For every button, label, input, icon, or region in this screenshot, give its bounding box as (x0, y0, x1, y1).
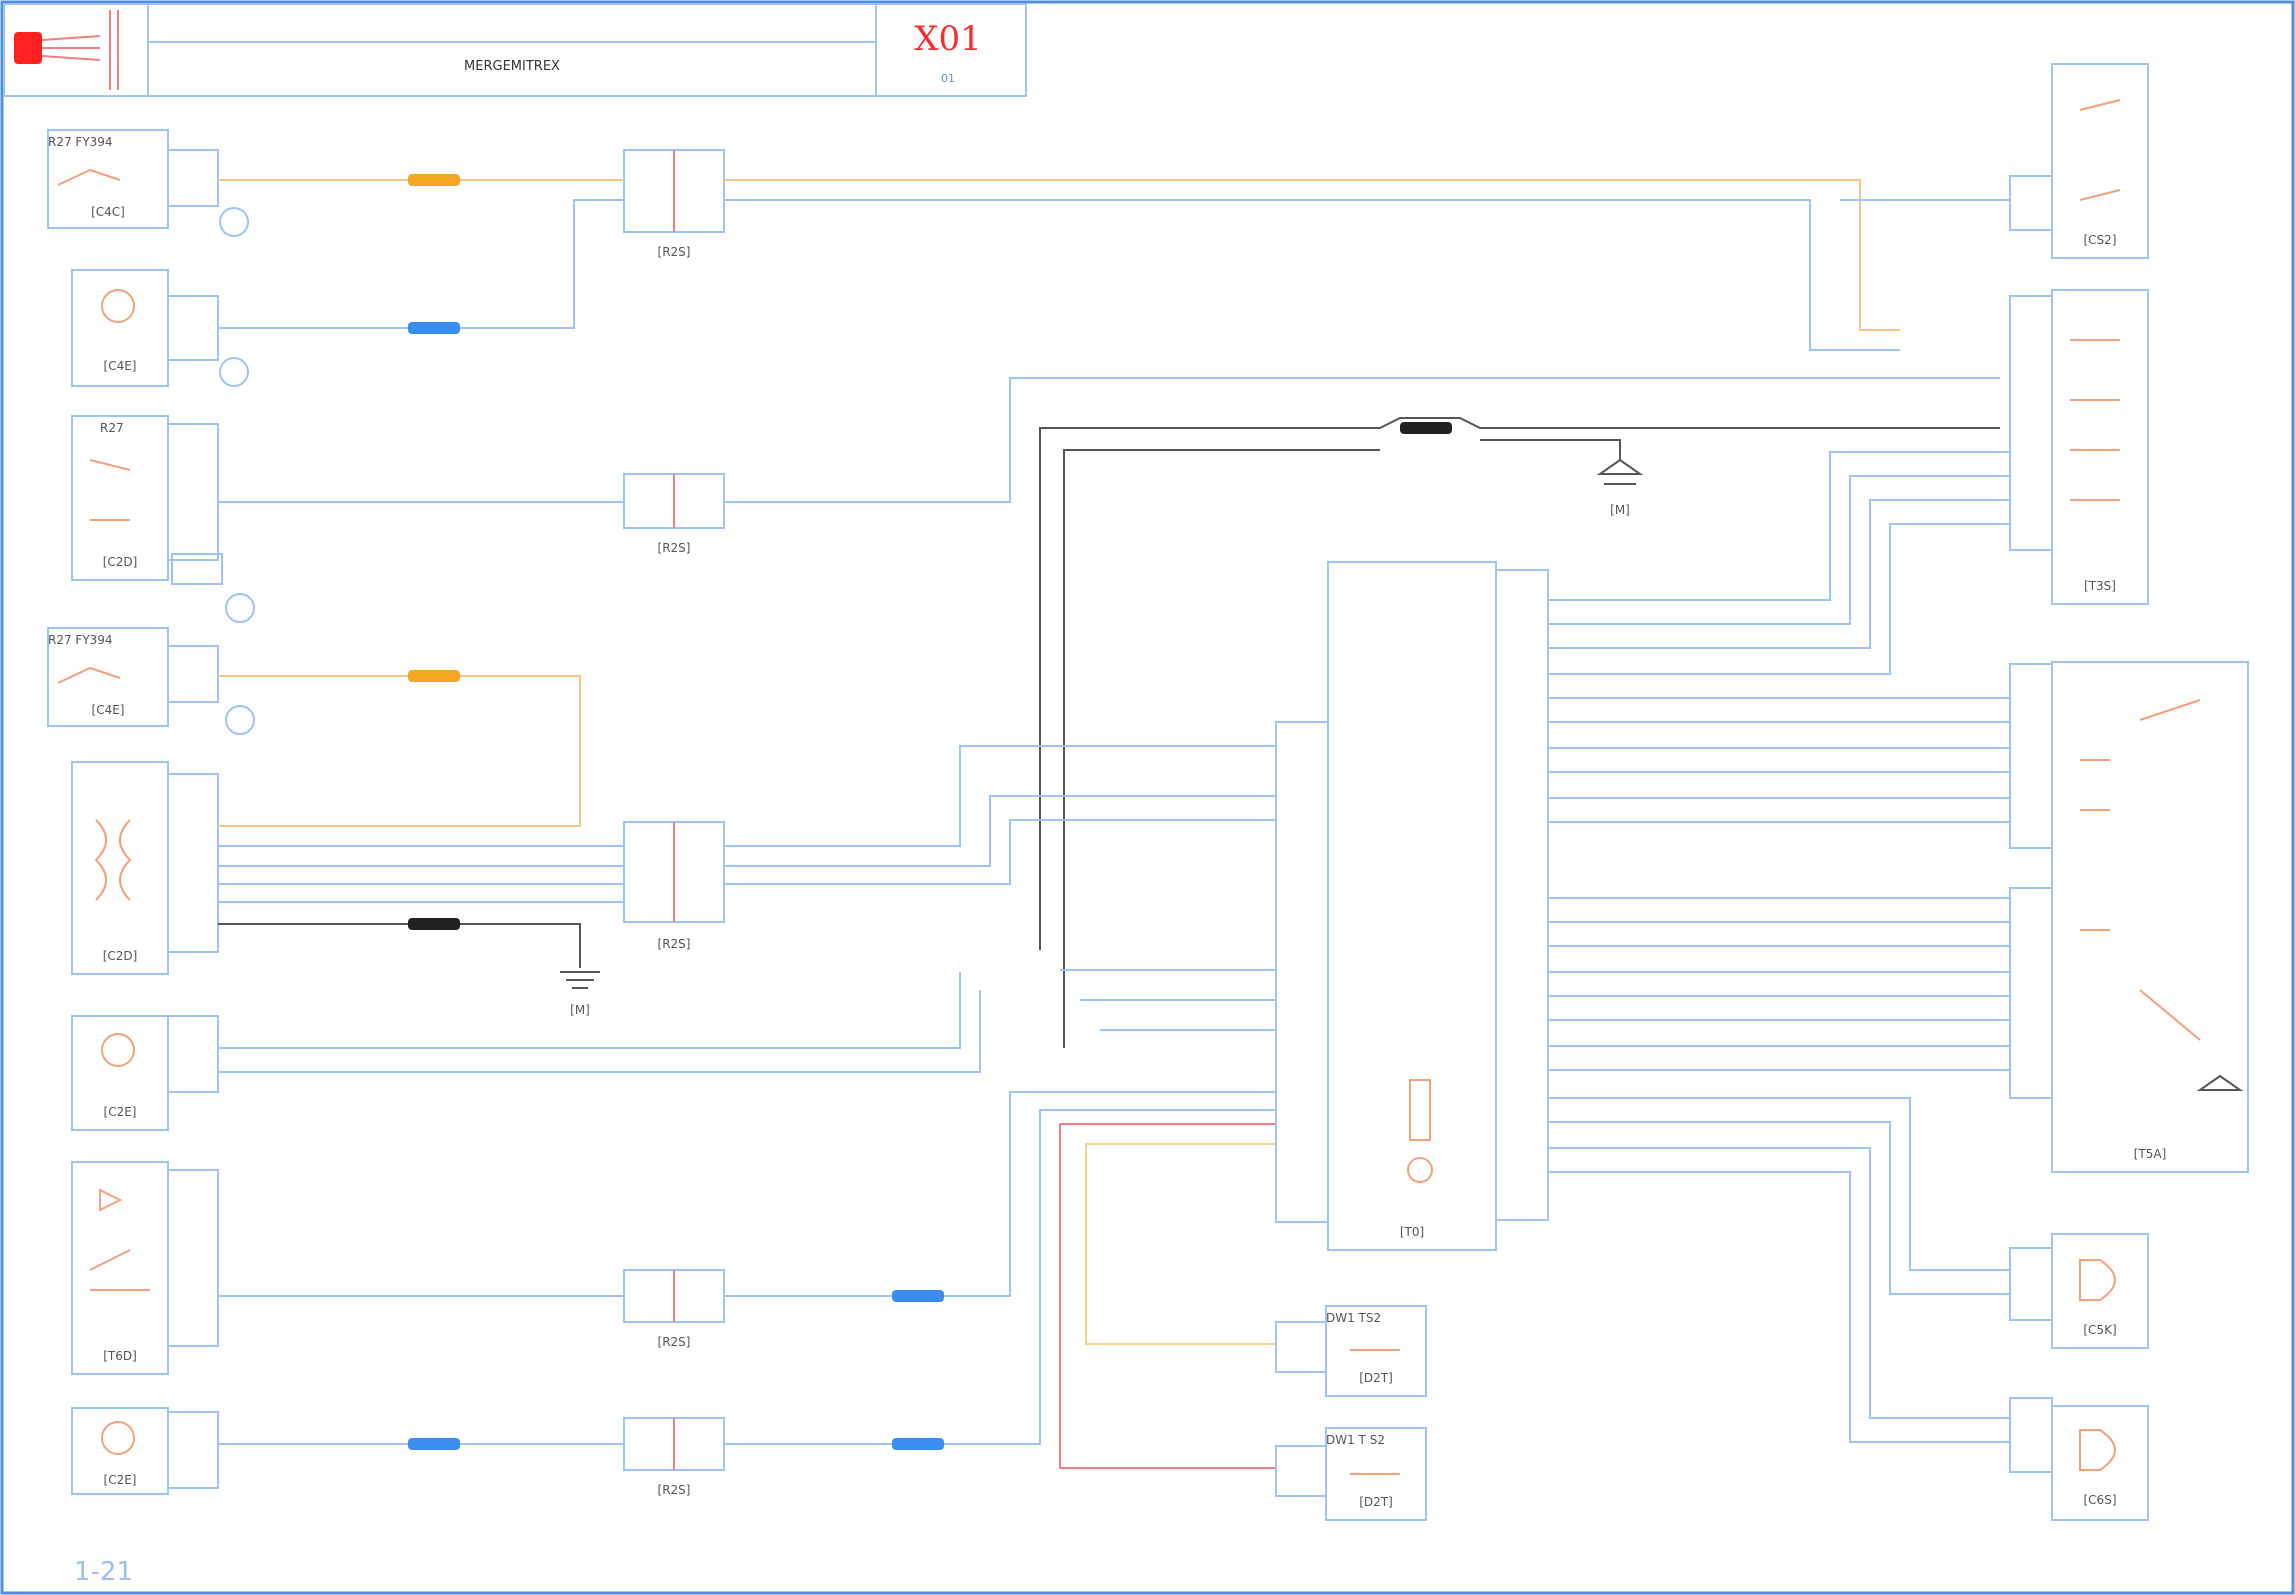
component-c4: R27 FY394 [C4E] (47, 627, 255, 735)
right-component-3: [T5A] (2009, 661, 2249, 1173)
component-code: [CS2] (2084, 233, 2117, 247)
component-code: [T3S] (2084, 579, 2116, 593)
component-label: R27 FY394 (48, 135, 113, 149)
sheet-subcode: 01 (941, 72, 955, 85)
component-c5: [C2D] (71, 761, 219, 975)
ground-2: [M] (1596, 458, 1644, 517)
wires-right (1548, 199, 2010, 1443)
lamp-icon (101, 1421, 135, 1455)
component-code: [C5K] (2083, 1323, 2116, 1337)
gate-icon (2079, 1259, 2116, 1301)
splice-code: [R2S] (658, 245, 691, 259)
page-number: 1-21 (74, 1557, 133, 1587)
component-c2: [C4E] (71, 269, 249, 387)
ground-code: [M] (570, 1003, 590, 1017)
coil-icon (94, 819, 132, 901)
splice-1: [R2S] (623, 149, 725, 259)
gate-icon (2079, 1429, 2116, 1471)
bottom-component-2: DW1 T S2 [D2T] (1275, 1427, 1427, 1521)
component-code: [C6S] (2084, 1493, 2117, 1507)
lamp-icon (101, 289, 135, 323)
component-c1: R27 FY394 [C4C] (47, 129, 249, 237)
component-label: DW1 TS2 (1326, 1311, 1381, 1325)
wires-left (218, 174, 981, 1450)
splice-3: [R2S] (623, 821, 725, 951)
lamp-icon (101, 1033, 135, 1067)
splice-code: [R2S] (658, 541, 691, 555)
right-component-2: [T3S] (2009, 289, 2149, 605)
component-code: [C2E] (104, 1473, 137, 1487)
fuse-marker-icon (219, 357, 249, 387)
wires-center (724, 179, 2000, 1469)
splice-2: [R2S] (623, 473, 725, 555)
ground-1: [M] (560, 971, 600, 1017)
component-code: [C2E] (104, 1105, 137, 1119)
fuse-marker-icon (225, 705, 255, 735)
splice-code: [R2S] (658, 1335, 691, 1349)
splice-code: [R2S] (658, 937, 691, 951)
component-code: [D2T] (1359, 1495, 1393, 1509)
motor-icon (99, 1188, 123, 1212)
component-c8: [C2E] (71, 1407, 219, 1495)
component-c7: [T6D] (71, 1161, 219, 1375)
component-label: R27 (100, 421, 124, 435)
splice-code: [R2S] (658, 1483, 691, 1497)
connector-logo-icon (14, 32, 42, 64)
right-component-1: [CS2] (2009, 63, 2149, 259)
splice-4: [R2S] (623, 1269, 725, 1349)
component-code: [T6D] (103, 1349, 137, 1363)
component-c3: R27 [C2D] (71, 415, 255, 623)
component-code: [C4C] (91, 205, 125, 219)
ground-code: [M] (1610, 503, 1630, 517)
component-label: DW1 T S2 (1326, 1433, 1385, 1447)
component-c6: [C2E] (71, 1015, 219, 1131)
fuse-marker-icon (219, 207, 249, 237)
component-code: [D2T] (1359, 1371, 1393, 1385)
ecu-code: [T0] (1400, 1225, 1424, 1239)
ecu-module: [T0] (1275, 561, 1549, 1251)
bottom-component-1: DW1 TS2 [D2T] (1275, 1305, 1427, 1397)
splice-5: [R2S] (623, 1417, 725, 1497)
fuse-marker-icon (225, 593, 255, 623)
right-component-5: [C6S] (2009, 1397, 2149, 1521)
right-component-4: [C5K] (2009, 1233, 2149, 1349)
component-code: [C4E] (104, 359, 137, 373)
component-label: R27 FY394 (48, 633, 113, 647)
component-code: [C2D] (103, 949, 138, 963)
component-code: [C2D] (103, 555, 138, 569)
component-code: [T5A] (2134, 1147, 2167, 1161)
title-block: MERGEMITREX X01 01 (3, 3, 1027, 97)
component-code: [C4E] (92, 703, 125, 717)
diagram-title: MERGEMITREX (464, 59, 560, 74)
sheet-code: X01 (914, 19, 981, 59)
